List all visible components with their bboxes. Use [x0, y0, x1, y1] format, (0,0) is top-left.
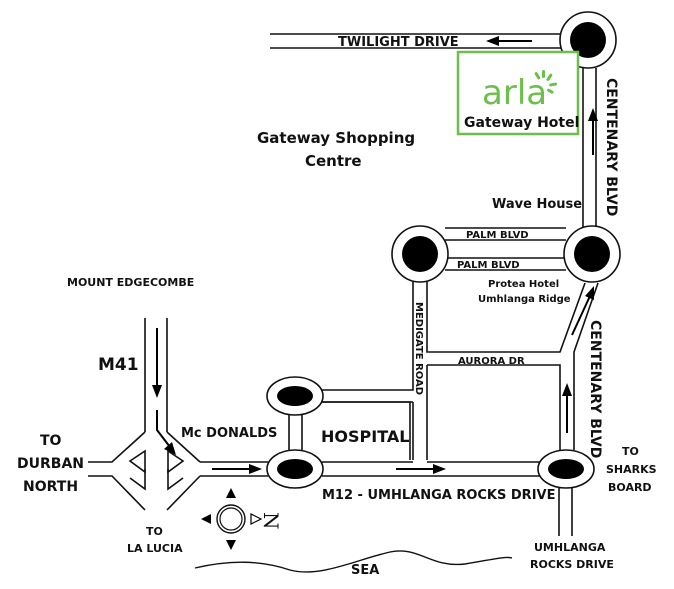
label-durban-to: TO	[40, 433, 62, 449]
hotel-logo: arla	[482, 73, 547, 113]
road-twilight-drive	[270, 33, 566, 49]
label-durban: DURBAN	[17, 456, 84, 472]
label-wave-house: Wave House	[492, 197, 582, 212]
road-m41	[144, 318, 176, 455]
label-m41: M41	[98, 355, 139, 375]
label-protea-umhlanga: Umhlanga Ridge	[478, 294, 571, 305]
road-umhlanga-rocks-south	[558, 488, 573, 536]
roundabout-palm-west	[391, 225, 449, 283]
compass-icon: N	[201, 488, 283, 550]
label-aurora-dr: AURORA DR	[458, 356, 525, 367]
compass-north-label: N	[259, 512, 283, 530]
label-mcdonalds: Mc DONALDS	[181, 426, 277, 441]
label-sea: SEA	[351, 563, 379, 578]
label-la-lucia: LA LUCIA	[127, 542, 183, 555]
label-rocks-drive: ROCKS DRIVE	[530, 558, 614, 571]
label-umhlanga: UMHLANGA	[534, 541, 606, 554]
hotel-marker[interactable]: arla Gateway Hotel	[456, 50, 579, 136]
road-m12	[200, 461, 540, 477]
road-hospital-link	[288, 415, 303, 450]
hotel-name: Gateway Hotel	[464, 115, 579, 131]
road-centenary-blvd-upper	[582, 68, 598, 228]
interchange	[88, 431, 201, 511]
coastline	[194, 550, 513, 573]
label-sharks-to: TO	[622, 445, 639, 458]
label-gateway-shopping: Gateway Shopping	[257, 129, 415, 147]
label-medigate-road: MEDIGATE ROAD	[413, 302, 424, 395]
label-centenary-blvd-bottom: CENTENARY BLVD	[587, 320, 603, 458]
label-protea-hotel: Protea Hotel	[488, 279, 559, 290]
road-medigate	[320, 281, 586, 460]
label-sharks-board: BOARD	[608, 481, 652, 494]
label-durban-north: NORTH	[23, 479, 78, 495]
label-centenary-blvd-top: CENTENARY BLVD	[603, 78, 619, 216]
label-twilight-drive: TWILIGHT DRIVE	[338, 35, 459, 50]
label-m12: M12 - UMHLANGA ROCKS DRIVE	[322, 488, 555, 503]
roundabout-m12-west	[266, 449, 324, 489]
sun-burst-icon	[534, 70, 558, 94]
road-palm-blvd	[445, 227, 566, 271]
roundabout-hospital-north	[266, 376, 324, 416]
hospital-block	[320, 401, 411, 460]
roundabout-m12-east	[537, 449, 595, 489]
road-centenary-blvd-lower	[562, 282, 599, 450]
label-palm-blvd-lower: PALM BLVD	[457, 260, 520, 271]
roundabout-palm-east	[563, 225, 621, 283]
label-mount-edgecombe: MOUNT EDGECOMBE	[67, 276, 194, 289]
label-gateway-centre: Centre	[305, 152, 362, 170]
label-hospital: HOSPITAL	[321, 427, 409, 446]
label-palm-blvd-upper: PALM BLVD	[466, 230, 529, 241]
label-la-lucia-to: TO	[146, 525, 163, 538]
label-sharks: SHARKS	[606, 463, 657, 476]
